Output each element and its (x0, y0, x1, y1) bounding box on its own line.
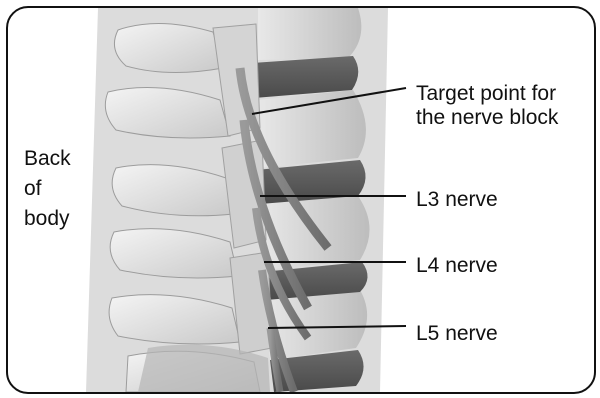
l5-nerve-label: L5 nerve (416, 322, 498, 346)
l4-nerve-label: L4 nerve (416, 254, 498, 278)
l3-nerve-label: L3 nerve (416, 188, 498, 212)
target-point-line-2: the nerve block (416, 106, 558, 130)
back-of-body-label: Back of body (24, 144, 71, 234)
target-point-label: Target point for the nerve block (416, 82, 558, 130)
diagram-frame: Back of body Target point for the nerve … (6, 6, 596, 394)
target-point-line-1: Target point for (416, 82, 558, 106)
spine-illustration (8, 8, 594, 392)
back-of-body-line-3: body (24, 204, 71, 234)
back-of-body-line-1: Back (24, 144, 71, 174)
back-of-body-line-2: of (24, 174, 71, 204)
